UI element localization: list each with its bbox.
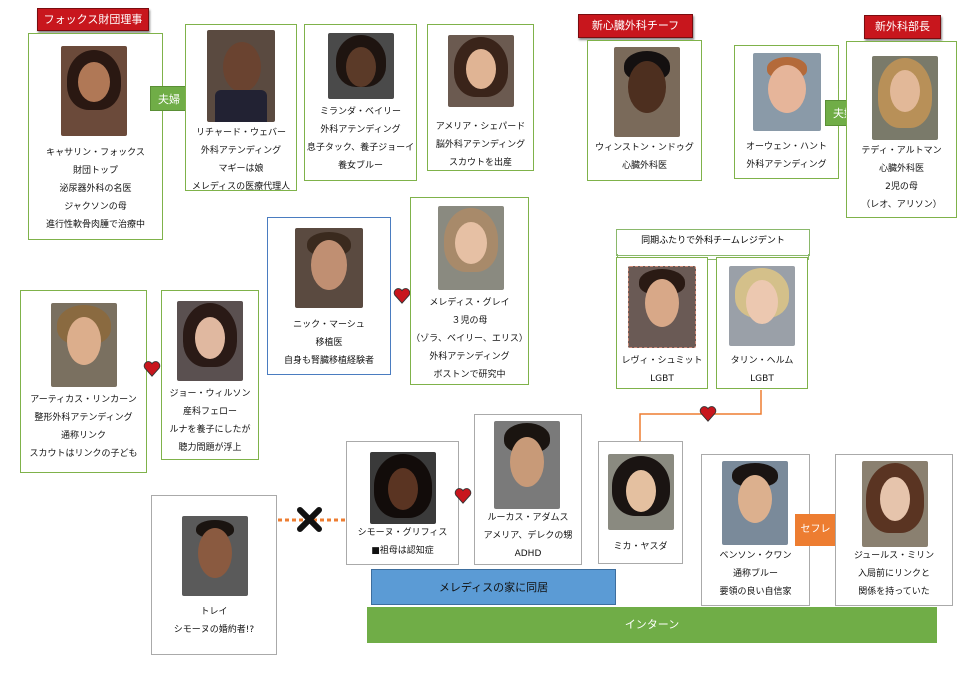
portrait-amelia <box>448 35 514 107</box>
card-owen[interactable]: オーウェン・ハント 外科アテンディング <box>734 45 839 179</box>
portrait-winston <box>614 47 680 137</box>
levi-taryn-connector <box>639 390 762 444</box>
card-jules[interactable]: ジュールス・ミリン 入局前にリンクと 関係を持っていた <box>835 454 953 606</box>
name-catherine: キャサリン・フォックス <box>46 148 145 158</box>
card-mika[interactable]: ミカ・ヤスダ <box>598 441 683 564</box>
card-meredith[interactable]: メレディス・グレイ ３児の母 （ゾラ、ベイリー、エリス） 外科アテンディング ボ… <box>410 197 529 385</box>
name-lucas: ルーカス・アダムス <box>487 513 569 523</box>
card-jo[interactable]: ジョー・ウィルソン 産科フェロー ルナを養子にしたが 聴力問題が浮上 <box>161 290 259 460</box>
portrait-trey <box>182 516 248 596</box>
portrait-levi <box>628 266 696 348</box>
name-jo: ジョー・ウィルソン <box>169 389 251 399</box>
portrait-richard <box>207 30 275 122</box>
name-levi: レヴィ・シュミット <box>621 356 703 366</box>
name-atticus: アーティカス・リンカーン <box>30 395 137 405</box>
card-richard[interactable]: リチャード・ウェバー 外科アテンディング マギーは娘 メレディスの医療代理人 <box>185 24 297 192</box>
intern-bar: インターン <box>367 607 937 643</box>
portrait-catherine <box>61 46 127 136</box>
name-teddy: テディ・アルトマン <box>861 146 942 156</box>
name-amelia: アメリア・シェパード <box>435 122 526 132</box>
name-benson: ベンソン・クワン <box>719 551 792 561</box>
card-nick[interactable]: ニック・マーシュ 移植医 自身も腎臓移植経験者 <box>267 217 391 375</box>
heart-icon <box>454 488 472 504</box>
portrait-simone <box>370 452 436 524</box>
name-nick: ニック・マーシュ <box>293 320 365 330</box>
portrait-meredith <box>438 206 504 290</box>
heart-icon <box>143 361 161 377</box>
card-taryn[interactable]: タリン・ヘルム LGBT <box>716 257 808 389</box>
name-winston: ウィンストン・ンドゥグ <box>595 143 694 153</box>
card-amelia[interactable]: アメリア・シェパード 脳外科アテンディング スカウトを出産 <box>427 24 534 171</box>
name-jules: ジュールス・ミリン <box>853 551 935 561</box>
name-simone: シモーヌ・グリフィス <box>357 528 448 538</box>
heart-icon <box>393 288 411 304</box>
name-trey: トレイ <box>200 607 228 617</box>
card-trey[interactable]: トレイ シモーヌの婚約者!? <box>151 495 277 655</box>
name-miranda: ミランダ・ベイリー <box>319 107 401 117</box>
cardio-chief-tag: 新心臓外科チーフ <box>578 14 693 38</box>
portrait-mika <box>608 454 674 530</box>
card-catherine[interactable]: キャサリン・フォックス 財団トップ 泌尿器外科の名医 ジャクソンの母 進行性軟骨… <box>28 33 163 240</box>
residents-note: 同期ふたりで外科チームレジデント <box>616 229 810 256</box>
name-taryn: タリン・ヘルム <box>730 356 794 366</box>
name-richard: リチャード・ウェバー <box>196 128 286 138</box>
card-simone[interactable]: シモーヌ・グリフィス ■祖母は認知症 <box>346 441 459 565</box>
portrait-lucas <box>494 421 560 509</box>
portrait-teddy <box>872 56 938 140</box>
cross-icon <box>297 507 322 532</box>
fox-board-tag: フォックス財団理事 <box>37 8 149 31</box>
card-winston[interactable]: ウィンストン・ンドゥグ 心臓外科医 <box>587 40 702 181</box>
portrait-jules <box>862 461 928 547</box>
name-mika: ミカ・ヤスダ <box>613 542 668 552</box>
portrait-jo <box>177 301 243 381</box>
card-atticus[interactable]: アーティカス・リンカーン 整形外科アテンディング 通称リンク スカウトはリンクの… <box>20 290 147 473</box>
surgery-chief-tag: 新外科部長 <box>864 15 941 39</box>
card-levi[interactable]: レヴィ・シュミット LGBT <box>616 257 708 389</box>
name-meredith: メレディス・グレイ <box>429 298 510 308</box>
portrait-miranda <box>328 33 394 99</box>
card-benson[interactable]: ベンソン・クワン 通称ブルー 要領の良い自信家 <box>701 454 810 606</box>
sefure-tag: セフレ <box>795 514 836 546</box>
card-teddy[interactable]: テディ・アルトマン 心臓外科医 2児の母 （レオ、アリソン） <box>846 41 957 218</box>
portrait-atticus <box>51 303 117 387</box>
portrait-benson <box>722 461 788 545</box>
name-owen: オーウェン・ハント <box>745 142 827 152</box>
meredith-house-bar: メレディスの家に同居 <box>371 569 616 605</box>
portrait-taryn <box>729 266 795 346</box>
couple-tag-catherine-richard: 夫婦 <box>150 86 188 111</box>
card-miranda[interactable]: ミランダ・ベイリー 外科アテンディング 息子タック、養子ジョーイ 養女ブルー <box>304 24 417 181</box>
portrait-nick <box>295 228 363 308</box>
portrait-owen <box>753 53 821 131</box>
card-lucas[interactable]: ルーカス・アダムス アメリア、デレクの甥 ADHD <box>474 414 582 565</box>
heart-icon <box>699 406 717 422</box>
